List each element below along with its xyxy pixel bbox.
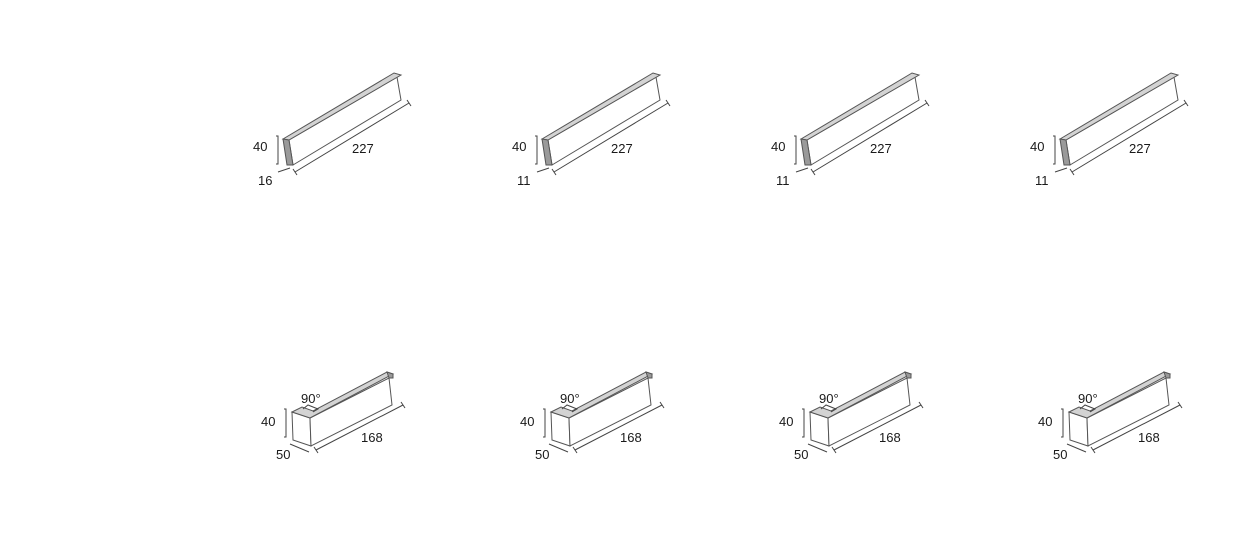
dimension-tick <box>1183 99 1189 107</box>
dimension-tick <box>400 401 406 409</box>
dimension-tick <box>1090 446 1096 454</box>
tile-front-face <box>547 76 661 166</box>
angle-marker <box>561 404 579 413</box>
thickness-label: 11 <box>776 173 790 188</box>
height-dimension-line <box>284 408 287 438</box>
height-label: 40 <box>512 139 526 154</box>
tile-end-face <box>800 138 812 166</box>
dimension-tick <box>406 99 412 107</box>
height-dimension-line <box>802 408 805 438</box>
angle-label: 90° <box>1078 391 1098 406</box>
thickness-label: 16 <box>258 173 272 188</box>
thickness-dimension-line <box>277 167 291 173</box>
length-dimension-line <box>574 404 663 451</box>
height-label: 40 <box>1038 414 1052 429</box>
length-label: 168 <box>361 430 383 445</box>
tile-end-face <box>1059 138 1071 166</box>
height-label: 40 <box>1030 139 1044 154</box>
tile-front-face <box>827 377 911 447</box>
length-dimension-line <box>553 102 669 173</box>
dimension-tick <box>665 99 671 107</box>
thickness-dimension-line <box>1054 167 1068 173</box>
tile-front-face <box>288 76 402 166</box>
angle-marker <box>302 404 320 413</box>
angle-label: 90° <box>819 391 839 406</box>
return-length-label: 50 <box>276 447 290 462</box>
length-dimension-line <box>833 404 922 451</box>
tile-front-face <box>806 76 920 166</box>
height-label: 40 <box>253 139 267 154</box>
tile-end-face <box>386 371 394 379</box>
dimension-tick <box>551 168 557 176</box>
dimension-tick <box>924 99 930 107</box>
tile-front-face <box>1065 76 1179 166</box>
thickness-dimension-line <box>795 167 809 173</box>
tile-front-face <box>1086 377 1170 447</box>
dimension-tick <box>831 446 837 454</box>
height-label: 40 <box>520 414 534 429</box>
tile-front-face <box>309 377 393 447</box>
length-dimension-line <box>812 102 928 173</box>
dimension-tick <box>572 446 578 454</box>
return-length-dimension-line <box>548 443 569 453</box>
length-dimension-line <box>1071 102 1187 173</box>
corner-tile-3: 90° 40 50 168 <box>779 371 924 462</box>
tile-end-face <box>1163 371 1171 379</box>
return-length-dimension-line <box>1066 443 1087 453</box>
tile-front-face <box>568 377 652 447</box>
length-dimension-line <box>1092 404 1181 451</box>
length-dimension-line <box>315 404 404 451</box>
dimension-tick <box>810 168 816 176</box>
tile-end-face <box>645 371 653 379</box>
corner-tile-4: 90° 40 50 168 <box>1038 371 1183 462</box>
tile-end-face <box>541 138 553 166</box>
height-label: 40 <box>771 139 785 154</box>
length-label: 227 <box>611 141 633 156</box>
return-length-label: 50 <box>535 447 549 462</box>
dimension-tick <box>292 168 298 176</box>
height-dimension-line <box>1061 408 1064 438</box>
thickness-label: 11 <box>517 173 531 188</box>
angle-label: 90° <box>560 391 580 406</box>
height-dimension-line <box>535 135 538 165</box>
return-length-dimension-line <box>807 443 828 453</box>
height-dimension-line <box>794 135 797 165</box>
length-dimension-line <box>294 102 410 173</box>
length-label: 227 <box>352 141 374 156</box>
straight-tile-4: 40 227 11 <box>1030 72 1189 188</box>
return-length-label: 50 <box>794 447 808 462</box>
straight-tile-2: 40 227 11 <box>512 72 671 188</box>
length-label: 227 <box>870 141 892 156</box>
height-dimension-line <box>543 408 546 438</box>
angle-marker <box>820 404 838 413</box>
length-label: 168 <box>1138 430 1160 445</box>
dimension-tick <box>659 401 665 409</box>
angle-label: 90° <box>301 391 321 406</box>
straight-tile-3: 40 227 11 <box>771 72 930 188</box>
return-length-label: 50 <box>1053 447 1067 462</box>
thickness-label: 11 <box>1035 173 1049 188</box>
dimension-tick <box>1177 401 1183 409</box>
length-label: 168 <box>620 430 642 445</box>
height-label: 40 <box>779 414 793 429</box>
length-label: 168 <box>879 430 901 445</box>
angle-marker <box>1079 404 1097 413</box>
dimension-tick <box>918 401 924 409</box>
corner-tile-1: 90° 40 50 168 <box>261 371 406 462</box>
tile-end-face <box>904 371 912 379</box>
length-label: 227 <box>1129 141 1151 156</box>
height-dimension-line <box>1053 135 1056 165</box>
height-dimension-line <box>276 135 279 165</box>
straight-tile-1: 40 227 16 <box>253 72 412 188</box>
thickness-dimension-line <box>536 167 550 173</box>
dimension-tick <box>313 446 319 454</box>
tile-end-face <box>282 138 294 166</box>
corner-tile-2: 90° 40 50 168 <box>520 371 665 462</box>
return-length-dimension-line <box>289 443 310 453</box>
dimension-tick <box>1069 168 1075 176</box>
height-label: 40 <box>261 414 275 429</box>
